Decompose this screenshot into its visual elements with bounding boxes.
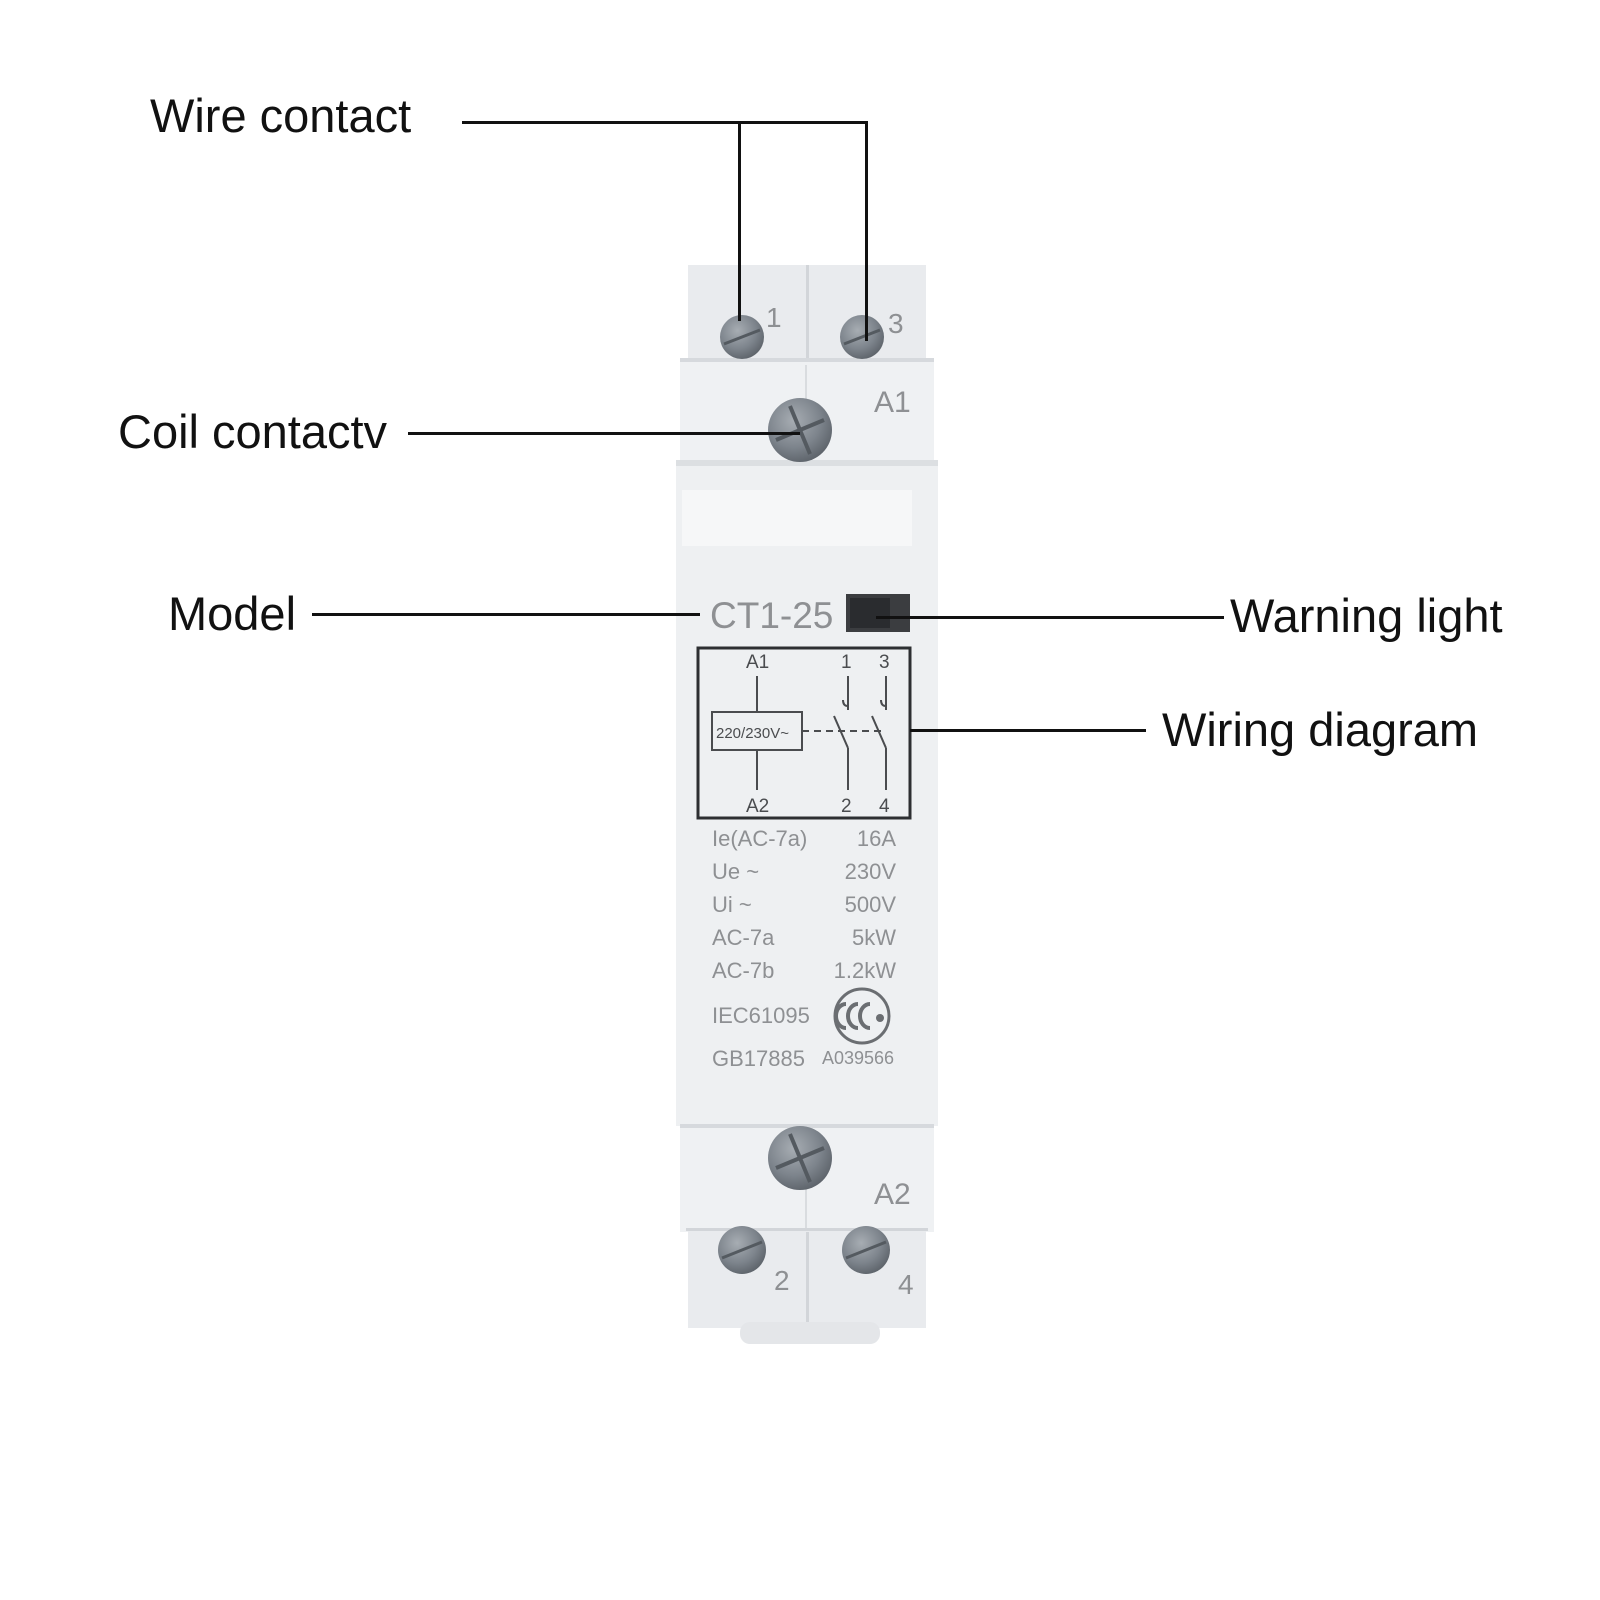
spec-value: 500V: [845, 892, 897, 917]
terminal-label-1: 1: [766, 302, 782, 333]
callout-warning-light: Warning light: [1230, 589, 1503, 642]
terminal-label-2: 2: [774, 1265, 790, 1296]
spec-value: 1.2kW: [834, 958, 897, 983]
standard-iec: IEC61095: [712, 1003, 810, 1028]
leader-warning-light: [876, 616, 1224, 619]
leader-wire-contact-right: [865, 121, 868, 341]
callout-model: Model: [168, 587, 297, 640]
diagram-label-3: 3: [879, 652, 890, 673]
diagram-label-2: 2: [841, 796, 852, 817]
cert-code: A039566: [822, 1048, 894, 1068]
callout-coil-contact: Coil contactv: [118, 405, 388, 458]
wiring-diagram: A1 1 3 A2 2 4 220/230V~: [696, 646, 912, 820]
terminal-label-4: 4: [898, 1269, 914, 1300]
din-clip: [740, 1322, 880, 1344]
spec-value: 16A: [857, 826, 896, 851]
label-window: [682, 490, 912, 546]
spec-value: 230V: [845, 859, 897, 884]
spec-label: Ui ~: [712, 892, 752, 917]
diagram-label-4: 4: [879, 796, 890, 817]
spec-label: Ue ~: [712, 859, 759, 884]
terminal-label-a1: A1: [874, 386, 911, 419]
standard-gb: GB17885: [712, 1046, 805, 1071]
terminal-label-a2: A2: [874, 1178, 911, 1211]
callout-wiring-diagram: Wiring diagram: [1162, 703, 1479, 756]
leader-wire-contact-h: [462, 121, 868, 124]
coil-voltage: 220/230V~: [716, 725, 789, 742]
leader-coil-contact: [408, 432, 800, 435]
screw-coil-a1: [768, 398, 832, 462]
terminal-label-3: 3: [888, 308, 904, 339]
spec-label: AC-7a: [712, 925, 775, 950]
screw-coil-a2: [768, 1126, 832, 1190]
diagram-label-a2: A2: [746, 796, 769, 817]
callout-wire-contact: Wire contact: [150, 89, 412, 142]
diagram-label-a1: A1: [746, 652, 769, 673]
spec-value: 5kW: [852, 925, 896, 950]
screw-terminal-2: [718, 1226, 766, 1274]
screw-terminal-3: [840, 315, 884, 359]
leader-wire-contact-left: [738, 121, 741, 321]
main-body: [676, 462, 938, 1126]
leader-wiring-diagram: [910, 729, 1146, 732]
spec-label: Ie(AC-7a): [712, 826, 807, 851]
diagram-label-1: 1: [841, 652, 852, 673]
screw-terminal-1: [720, 315, 764, 359]
model-label: CT1-25: [710, 595, 833, 636]
top-block-divider: [806, 265, 809, 375]
spec-table: Ie(AC-7a) 16A Ue ~ 230V Ui ~ 500V AC-7a 5kW AC-7…: [712, 826, 896, 983]
leader-model: [312, 613, 700, 616]
ccc-mark: [833, 987, 891, 1045]
screw-terminal-4: [842, 1226, 890, 1274]
spec-label: AC-7b: [712, 958, 774, 983]
